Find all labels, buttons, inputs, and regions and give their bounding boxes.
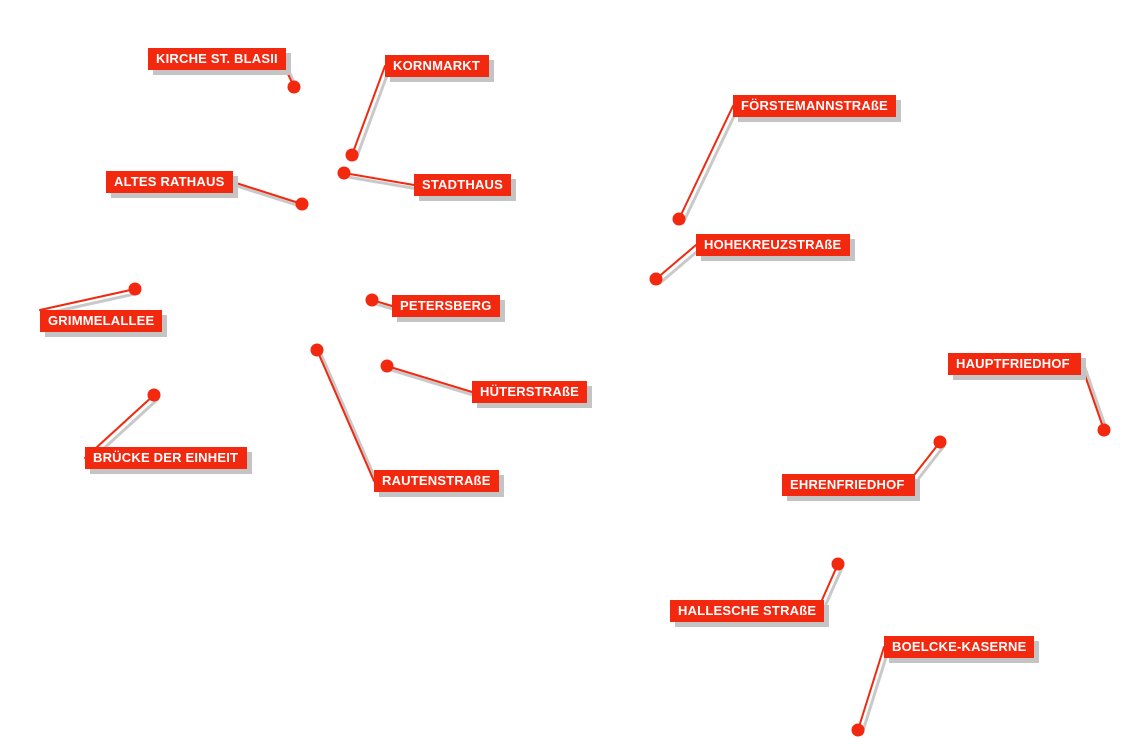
leader-line-rautenstrasse: [316, 349, 375, 482]
label-hallesche-strasse[interactable]: HALLESCHE STRAßE: [670, 600, 825, 622]
leader-line-kornmarkt: [351, 65, 386, 156]
leader-shadow-kornmarkt: [354, 68, 391, 161]
pin-kornmarkt[interactable]: [345, 148, 359, 162]
leader-shadow-hueterstrasse: [389, 368, 478, 398]
leader-line-hallesche-strasse: [821, 563, 839, 601]
leader-line-ehrenfriedhof: [914, 441, 941, 475]
leader-shadow-foerstemannstrasse: [681, 108, 739, 225]
label-stadthaus[interactable]: STADTHAUS: [414, 174, 511, 196]
leader-line-grimmelallee: [39, 288, 136, 311]
pin-hohekreuzstrasse[interactable]: [649, 272, 663, 286]
pin-bruecke-der-einheit[interactable]: [147, 388, 161, 402]
leader-line-altes-rathaus: [232, 181, 303, 205]
label-grimmelallee[interactable]: GRIMMELALLEE: [40, 310, 163, 332]
leader-shadow-ehrenfriedhof: [917, 444, 946, 480]
leader-shadow-hallesche-strasse: [824, 566, 844, 606]
label-rautenstrasse[interactable]: RAUTENSTRAßE: [374, 470, 499, 492]
label-kirche-st-blasii[interactable]: KIRCHE ST. BLASII: [148, 48, 286, 70]
leader-shadow-stadthaus: [346, 175, 420, 191]
label-boelcke-kaserne[interactable]: BOELCKE-KASERNE: [884, 636, 1035, 658]
leader-shadow-boelcke-kaserne: [860, 649, 890, 736]
leader-line-boelcke-kaserne: [857, 646, 885, 731]
leader-line-stadthaus: [343, 172, 415, 186]
pin-stadthaus[interactable]: [337, 166, 351, 180]
leader-shadow-hauptfriedhof: [1083, 366, 1110, 436]
pin-boelcke-kaserne[interactable]: [851, 723, 865, 737]
leader-shadow-rautenstrasse: [319, 352, 380, 487]
label-hohekreuzstrasse[interactable]: HOHEKREUZSTRAßE: [696, 234, 850, 256]
label-ehrenfriedhof[interactable]: EHRENFRIEDHOF: [782, 474, 915, 496]
label-kornmarkt[interactable]: KORNMARKT: [385, 55, 489, 77]
pin-kirche-st-blasii[interactable]: [287, 80, 301, 94]
pin-ehrenfriedhof[interactable]: [933, 435, 947, 449]
label-bruecke-der-einheit[interactable]: BRÜCKE DER EINHEIT: [85, 447, 247, 469]
pin-altes-rathaus[interactable]: [295, 197, 309, 211]
leader-line-hauptfriedhof: [1080, 363, 1105, 431]
leader-line-hohekreuzstrasse: [655, 244, 697, 280]
label-foerstemannstrasse[interactable]: FÖRSTEMANNSTRAßE: [733, 95, 896, 117]
pin-petersberg[interactable]: [365, 293, 379, 307]
pin-rautenstrasse[interactable]: [310, 343, 324, 357]
label-hauptfriedhof[interactable]: HAUPTFRIEDHOF: [948, 353, 1081, 375]
label-hueterstrasse[interactable]: HÜTERSTRAßE: [472, 381, 587, 403]
pin-hallesche-strasse[interactable]: [831, 557, 845, 571]
pin-hauptfriedhof[interactable]: [1097, 423, 1111, 437]
leader-shadow-altes-rathaus: [235, 184, 308, 210]
leader-shadow-hohekreuzstrasse: [658, 247, 702, 285]
pin-hueterstrasse[interactable]: [380, 359, 394, 373]
leader-line-foerstemannstrasse: [678, 105, 734, 220]
leader-line-hueterstrasse: [386, 365, 473, 393]
pin-grimmelallee[interactable]: [128, 282, 142, 296]
pin-foerstemannstrasse[interactable]: [672, 212, 686, 226]
label-petersberg[interactable]: PETERSBERG: [392, 295, 500, 317]
label-altes-rathaus[interactable]: ALTES RATHAUS: [106, 171, 233, 193]
